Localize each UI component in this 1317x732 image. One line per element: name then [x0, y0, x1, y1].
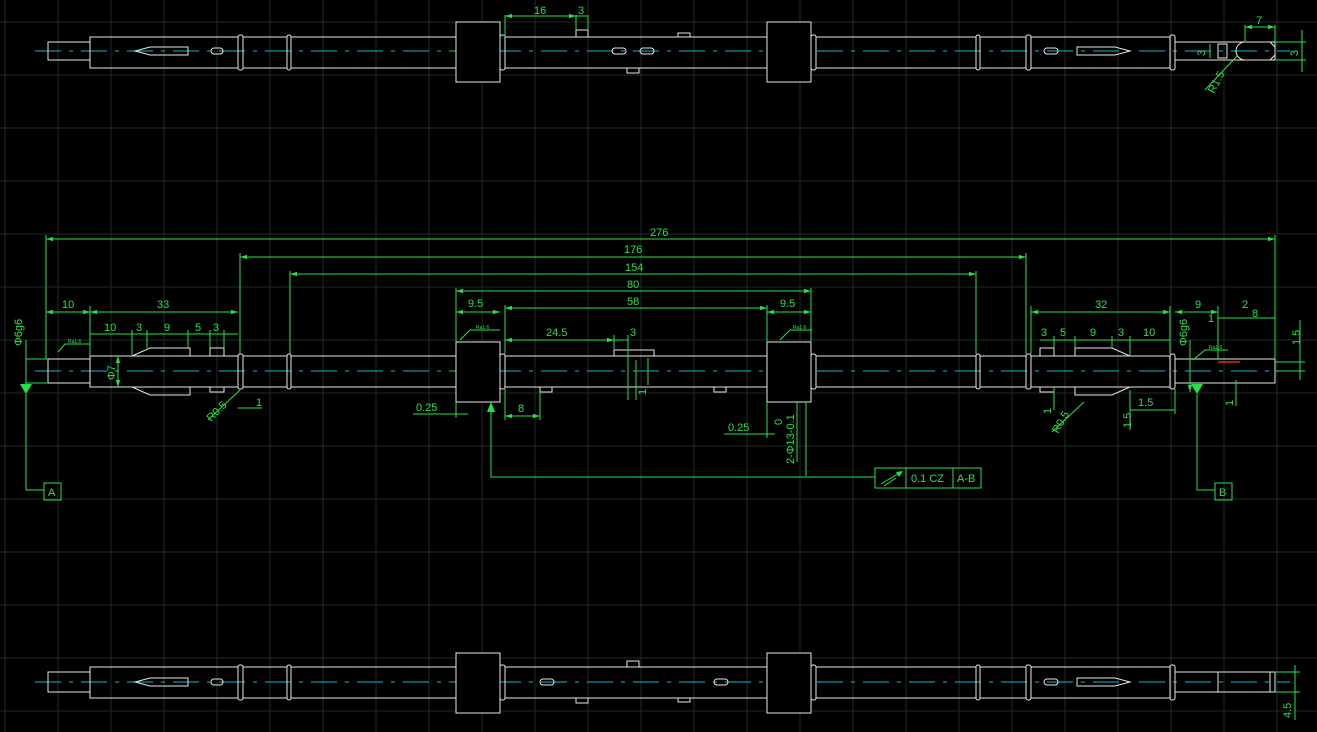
dim-c-zero: 0 [773, 419, 785, 425]
dim-c-3: 3 [630, 327, 636, 339]
dim-top-3: 3 [578, 5, 584, 17]
datum-b-box [1214, 482, 1233, 501]
bottom-view-dimensions: 4.5 [1275, 665, 1300, 720]
main-view-dimensions: 276 176 154 80 58 10 33 10 3 9 5 3 Φ6g6 … [13, 227, 1305, 501]
dim-r-32: 32 [1095, 299, 1107, 311]
datum-a-triangle [20, 384, 32, 394]
dim-176: 176 [624, 244, 642, 256]
dim-l-3: 3 [136, 322, 142, 334]
dim-l-phi6g6: Φ6g6 [13, 319, 25, 346]
dim-top-7: 7 [1256, 15, 1262, 27]
dim-80: 80 [627, 279, 639, 291]
dim-c-0-25: 0.25 [416, 402, 437, 414]
datum-b-triangle [1191, 384, 1203, 394]
datum-a-box [43, 482, 62, 501]
bottom-view-shaft [35, 652, 1290, 714]
roughness-4: Ra1.6 [1209, 345, 1223, 351]
dim-c-2-phi13: 2-Φ13-0.1 [785, 414, 797, 464]
dim-r-1c: 1 [1224, 400, 1236, 406]
roughness-2: Ra1.6 [476, 325, 490, 331]
dim-58: 58 [627, 296, 639, 308]
dim-r-1: 1 [1208, 313, 1214, 325]
dim-l-33: 33 [157, 299, 169, 311]
dim-l-9: 9 [164, 322, 170, 334]
roughness-3: Ra1.6 [793, 325, 807, 331]
dim-r-1-5c: 1.5 [1138, 397, 1153, 409]
dim-l-10b: 10 [104, 322, 116, 334]
runout-arrow-icon [880, 471, 903, 487]
dim-r-8: 8 [1252, 308, 1258, 320]
dim-l-phi7: Φ7 [106, 365, 118, 380]
dim-r-2: 2 [1242, 299, 1248, 311]
dim-r-3: 3 [1041, 327, 1047, 339]
dim-l-1: 1 [256, 397, 262, 409]
dim-top-16: 16 [534, 5, 546, 17]
tolerance-value: 0.1 CZ [911, 473, 944, 485]
dim-c-1: 1 [637, 389, 649, 395]
dim-l-10: 10 [62, 299, 74, 311]
dim-bottom-4-5: 4.5 [1282, 703, 1294, 718]
dim-c-9-5: 9.5 [468, 298, 483, 310]
dim-154: 154 [625, 262, 643, 274]
dim-r-1b: 1 [1042, 408, 1054, 414]
dim-top-3c: 3 [1289, 50, 1301, 56]
roughness-1: Ra1.6 [68, 339, 82, 345]
dim-c-9-5b: 9.5 [780, 298, 795, 310]
dim-r-3b: 3 [1118, 327, 1124, 339]
dim-r-phi6g6: Φ6g6 [1178, 319, 1190, 346]
tolerance-datum-ref: A-B [957, 473, 975, 485]
dim-c-24-5: 24.5 [546, 327, 567, 339]
top-view-shaft [35, 21, 1290, 83]
datum-a-label: A [48, 487, 56, 499]
dim-r-10: 10 [1143, 327, 1155, 339]
dim-r-1-5b: 1.5 [1122, 413, 1134, 428]
dim-276: 276 [650, 227, 668, 239]
dim-top-3b: 3 [1196, 50, 1208, 56]
tolerance-frame [874, 467, 982, 489]
dim-r-1-5: 1.5 [1291, 330, 1303, 345]
dim-r-9b: 9 [1090, 327, 1096, 339]
dim-l-5: 5 [195, 322, 201, 334]
dim-c-8: 8 [518, 403, 524, 415]
dim-l-3b: 3 [213, 322, 219, 334]
dim-r-5: 5 [1060, 327, 1066, 339]
dim-c-0-25b: 0.25 [728, 422, 749, 434]
dim-r-9: 9 [1195, 299, 1201, 311]
datum-b-label: B [1219, 487, 1226, 499]
